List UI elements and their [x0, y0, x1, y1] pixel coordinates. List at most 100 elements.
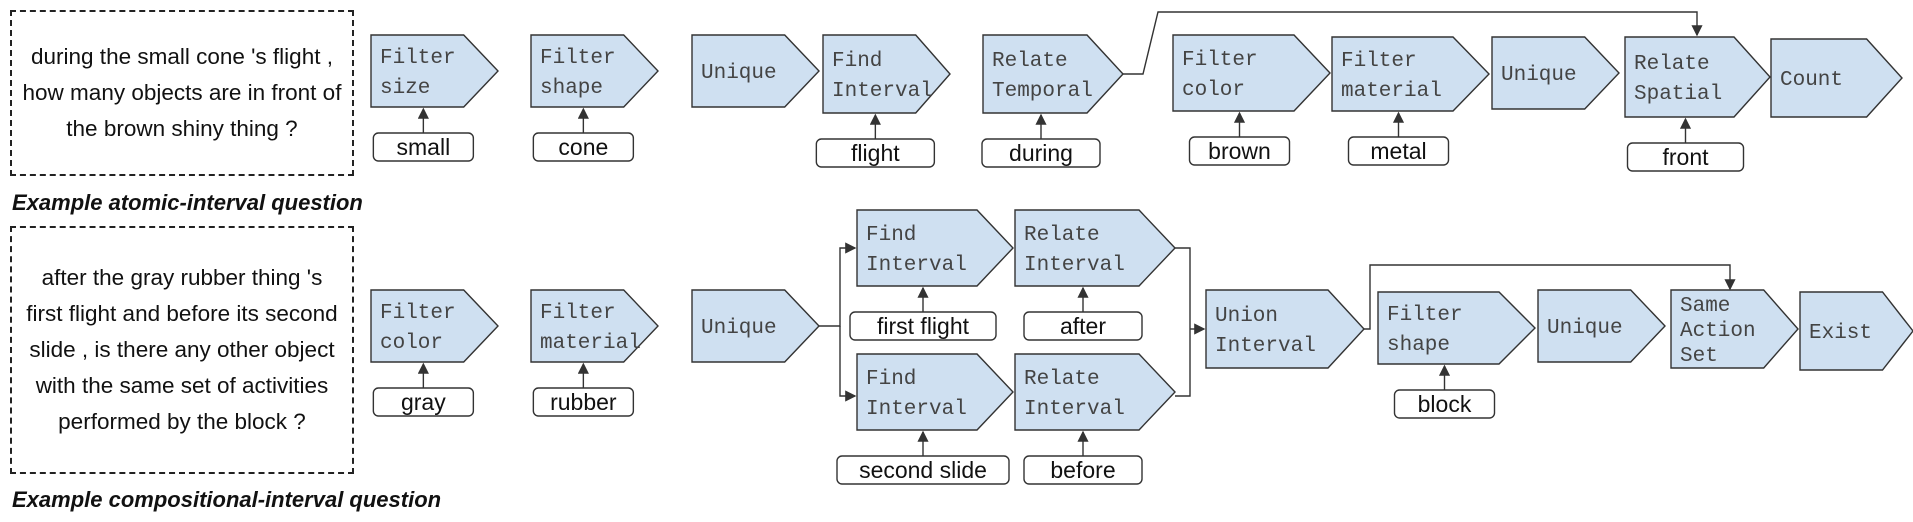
argument-box	[836, 455, 1010, 485]
module-label: Find	[866, 368, 916, 391]
module-label: material	[1341, 80, 1442, 103]
module-label: Same	[1680, 295, 1730, 318]
module-shape	[1172, 34, 1331, 112]
argument-label: first flight	[877, 313, 970, 339]
module-unique: Unique	[1537, 289, 1666, 363]
argument-label: second slide	[859, 457, 987, 483]
argument-label: during	[1009, 140, 1073, 166]
module-filter-material: Filter material	[1331, 36, 1490, 112]
module-shape	[1014, 209, 1176, 287]
module-label: Relate	[1024, 368, 1100, 391]
argument-label: after	[1060, 313, 1106, 339]
module-exist: Exist	[1799, 291, 1913, 371]
module-unique: Unique	[1491, 36, 1620, 110]
module-shape	[1799, 291, 1913, 371]
module-label: Relate	[992, 50, 1068, 73]
argument-block: block	[1393, 389, 1496, 419]
module-label: Interval	[1215, 335, 1316, 358]
module-label: Interval	[1024, 254, 1125, 277]
argument-first-flight: first flight	[849, 311, 997, 341]
module-shape	[1670, 289, 1799, 369]
module-label: shape	[540, 77, 603, 100]
argument-after: after	[1023, 311, 1143, 341]
connector-line	[1364, 264, 1736, 330]
connector-line	[839, 326, 857, 402]
module-label: Find	[832, 50, 882, 73]
argument-cone: cone	[532, 132, 635, 162]
module-shape	[691, 289, 820, 363]
module-label: Interval	[866, 398, 967, 421]
module-shape	[1331, 36, 1490, 112]
module-label: color	[1182, 79, 1245, 102]
argument-second-slide: second slide	[836, 455, 1010, 485]
module-shape	[856, 209, 1014, 287]
module-unique: Unique	[691, 289, 820, 363]
argument-box	[815, 138, 936, 168]
argument-front: front	[1626, 142, 1745, 172]
module-shape	[856, 353, 1014, 431]
argument-label: before	[1050, 457, 1115, 483]
argument-box	[532, 387, 635, 417]
argument-small: small	[372, 132, 475, 162]
module-shape	[691, 34, 820, 108]
module-label: Interval	[1024, 398, 1125, 421]
module-shape	[370, 289, 499, 363]
argument-box	[372, 387, 475, 417]
module-label: Relate	[1634, 53, 1710, 76]
module-shape	[370, 34, 499, 108]
module-shape	[822, 34, 951, 114]
argument-label: block	[1418, 391, 1472, 417]
question-text-atomic: during the small cone 's flight , how ma…	[22, 44, 342, 141]
module-shape	[1491, 36, 1620, 110]
module-shape	[1377, 291, 1536, 365]
argument-box	[1023, 311, 1143, 341]
module-label: Filter	[1341, 50, 1417, 73]
module-label: Unique	[701, 317, 777, 340]
argument-box	[981, 138, 1101, 168]
argument-box	[372, 132, 475, 162]
argument-label: metal	[1370, 138, 1426, 164]
argument-rubber: rubber	[532, 387, 635, 417]
module-label: Unique	[1547, 317, 1623, 340]
module-shape	[982, 34, 1124, 114]
module-shape	[1770, 38, 1903, 118]
module-label: Interval	[832, 80, 933, 103]
module-filter-color: Filter color	[1172, 34, 1331, 112]
argument-box	[1023, 455, 1143, 485]
module-label: Set	[1680, 345, 1718, 368]
module-label: Filter	[380, 302, 456, 325]
module-label: Interval	[866, 254, 967, 277]
module-label: shape	[1387, 334, 1450, 357]
module-label: Union	[1215, 305, 1278, 328]
module-label: Temporal	[992, 80, 1093, 103]
argument-flight: flight	[815, 138, 936, 168]
argument-label: gray	[401, 389, 446, 415]
argument-box	[1347, 136, 1450, 166]
module-shape	[1014, 353, 1176, 431]
module-shape	[530, 289, 659, 363]
argument-box	[1188, 136, 1291, 166]
module-shape	[1205, 289, 1365, 369]
module-label: Unique	[701, 62, 777, 85]
module-shape	[530, 34, 659, 108]
argument-box	[1393, 389, 1496, 419]
module-label: size	[380, 77, 430, 100]
module-label: Filter	[1182, 49, 1258, 72]
module-label: Find	[866, 224, 916, 247]
module-label: Unique	[1501, 64, 1577, 87]
connector-line	[819, 242, 857, 327]
argument-during: during	[981, 138, 1101, 168]
